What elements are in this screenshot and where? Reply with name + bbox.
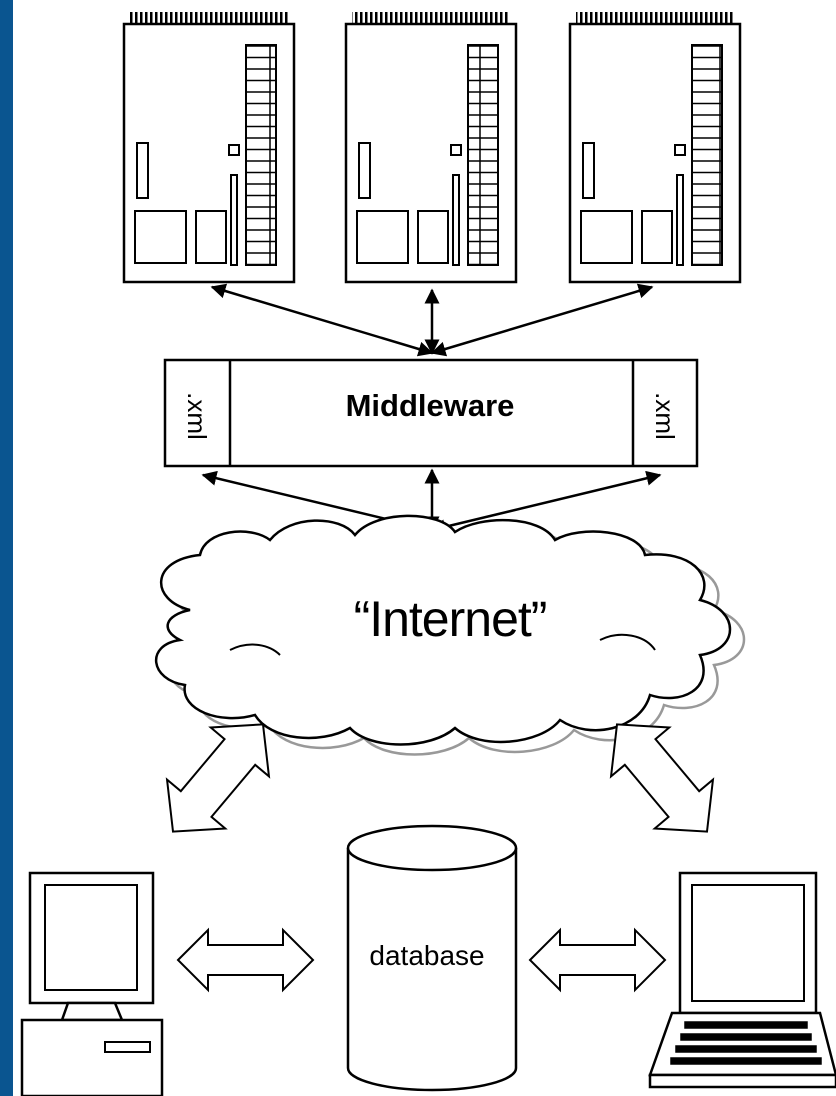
internet-label: “Internet”	[353, 591, 548, 647]
middleware-label: Middleware	[345, 388, 515, 423]
xml-tag-left: .xml	[182, 392, 213, 440]
server-card-icon	[344, 12, 518, 284]
desktop-computer-icon	[20, 871, 164, 1096]
server-middleware-connectors	[210, 283, 654, 357]
middleware-box	[163, 358, 699, 468]
hollow-double-arrow-right	[609, 723, 715, 833]
database-cylinder-icon	[346, 824, 518, 1092]
hollow-double-arrow-desktop-db	[176, 927, 315, 993]
laptop-icon	[648, 871, 836, 1089]
server-card-icon	[122, 12, 296, 284]
server-card-icon	[568, 12, 742, 284]
database-label: database	[369, 940, 485, 971]
cloud-icon	[154, 514, 746, 756]
hollow-double-arrow-left	[165, 723, 271, 833]
xml-tag-right: .xml	[650, 392, 681, 440]
hollow-double-arrow-db-laptop	[528, 927, 667, 993]
